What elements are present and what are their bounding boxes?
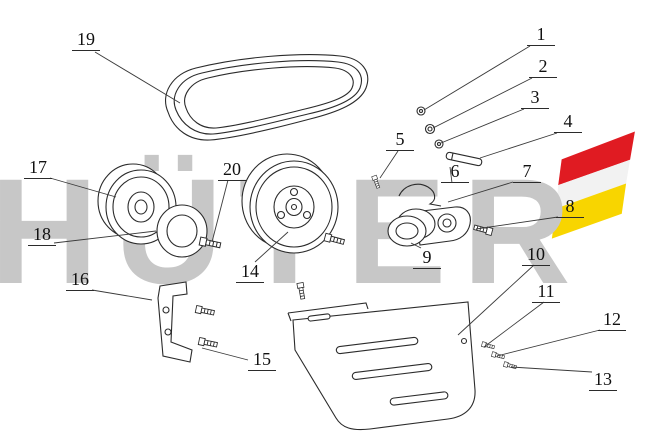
callout-13: 13 <box>589 370 617 391</box>
callout-14: 14 <box>236 262 264 283</box>
bolt-15b-drawing <box>197 337 219 349</box>
callout-12: 12 <box>598 310 626 331</box>
callout-11: 11 <box>532 282 560 303</box>
screw-13-drawing <box>503 361 518 370</box>
washers-1-2-3-drawing <box>416 106 444 149</box>
bracket-16-drawing <box>157 281 193 363</box>
callout-19: 19 <box>72 30 100 51</box>
callout-18: 18 <box>28 225 56 246</box>
callout-16: 16 <box>66 270 94 291</box>
callout-8: 8 <box>556 197 584 218</box>
callout-20: 20 <box>218 160 246 181</box>
callout-4: 4 <box>554 112 582 133</box>
leader-lines <box>49 45 601 373</box>
pulley-17-18-drawing <box>97 163 208 258</box>
callout-10: 10 <box>522 245 550 266</box>
callout-9: 9 <box>413 248 441 269</box>
belt-guard-drawing <box>287 301 476 431</box>
callout-3: 3 <box>521 88 549 109</box>
v-belt-drawing <box>164 54 369 141</box>
callout-17: 17 <box>24 158 52 179</box>
flag-stripe-red <box>558 131 635 186</box>
tensioner-arm-drawing <box>387 206 471 247</box>
callout-7: 7 <box>513 162 541 183</box>
callout-2: 2 <box>529 57 557 78</box>
pin-rod-drawing <box>445 151 483 167</box>
callout-6: 6 <box>441 162 469 183</box>
callout-1: 1 <box>527 25 555 46</box>
brand-flag-logo <box>551 131 635 239</box>
spring-7-drawing <box>398 183 442 207</box>
pulley-14-drawing <box>241 153 339 254</box>
flag-stripe-yellow <box>551 183 627 239</box>
callout-15: 15 <box>248 350 276 371</box>
callout-5: 5 <box>386 130 414 151</box>
screw-11-drawing <box>481 341 496 350</box>
flag-stripe-white <box>556 159 631 209</box>
